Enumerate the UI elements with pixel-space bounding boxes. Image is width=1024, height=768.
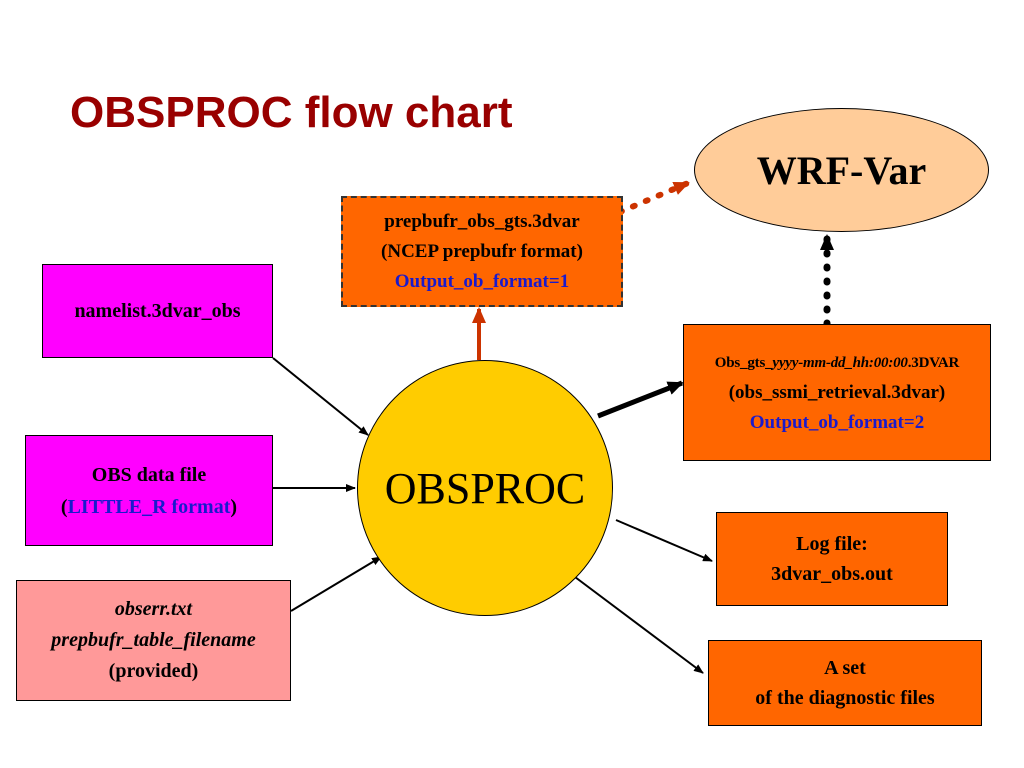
namelist-input-box: namelist.3dvar_obs [42,264,273,358]
diagnostic-line1: A set [824,657,866,679]
obs-ssmi-filename: (obs_ssmi_retrieval.3dvar) [728,381,946,403]
log-file-label: Log file: [796,533,868,555]
namelist-label: namelist.3dvar_obs [74,299,241,322]
prepbufr-table-filename: prepbufr_table_filename [51,629,256,651]
log-file-name: 3dvar_obs.out [771,563,893,585]
prepbufr-format: (NCEP prepbufr format) [381,240,583,262]
arrow-obserr-to-obsproc [290,556,382,612]
wrfvar-node: WRF-Var [694,108,989,232]
wrfvar-label: WRF-Var [756,147,927,193]
arrow-obsproc-to-obsgts [597,380,684,419]
obsproc-label: OBSPROC [384,463,586,513]
diagnostic-line2: of the diagnostic files [755,687,935,709]
obs-gts-filename: Obs_gts_yyyy-mm-dd_hh:00:00.3DVAR [714,354,960,371]
obs-data-format: (LITTLE_R format) [60,495,238,518]
obs-gts-output-format: Output_ob_format=2 [749,411,925,433]
log-file-output-box: Log file: 3dvar_obs.out [716,512,948,606]
provided-label: (provided) [108,660,199,682]
prepbufr-output-box: prepbufr_obs_gts.3dvar (NCEP prepbufr fo… [341,196,623,307]
prepbufr-output-format: Output_ob_format=1 [394,270,570,292]
obserr-input-box: obserr.txt prepbufr_table_filename (prov… [16,580,291,701]
obs-gts-output-box: Obs_gts_yyyy-mm-dd_hh:00:00.3DVAR (obs_s… [683,324,991,461]
obs-data-input-box: OBS data file (LITTLE_R format) [25,435,273,546]
obserr-filename: obserr.txt [114,598,193,620]
obs-data-label: OBS data file [91,463,207,486]
arrow-prepbufr-to-wrfvar [617,180,691,215]
diagnostic-output-box: A set of the diagnostic files [708,640,982,726]
arrow-obsproc-to-diagnostic [574,576,704,674]
arrow-namelist-to-obsproc [272,357,369,436]
prepbufr-filename: prepbufr_obs_gts.3dvar [384,210,580,232]
obsproc-process-node: OBSPROC [357,360,613,616]
page-title: OBSPROC flow chart [70,88,513,137]
arrow-obsproc-to-logfile [615,519,713,562]
